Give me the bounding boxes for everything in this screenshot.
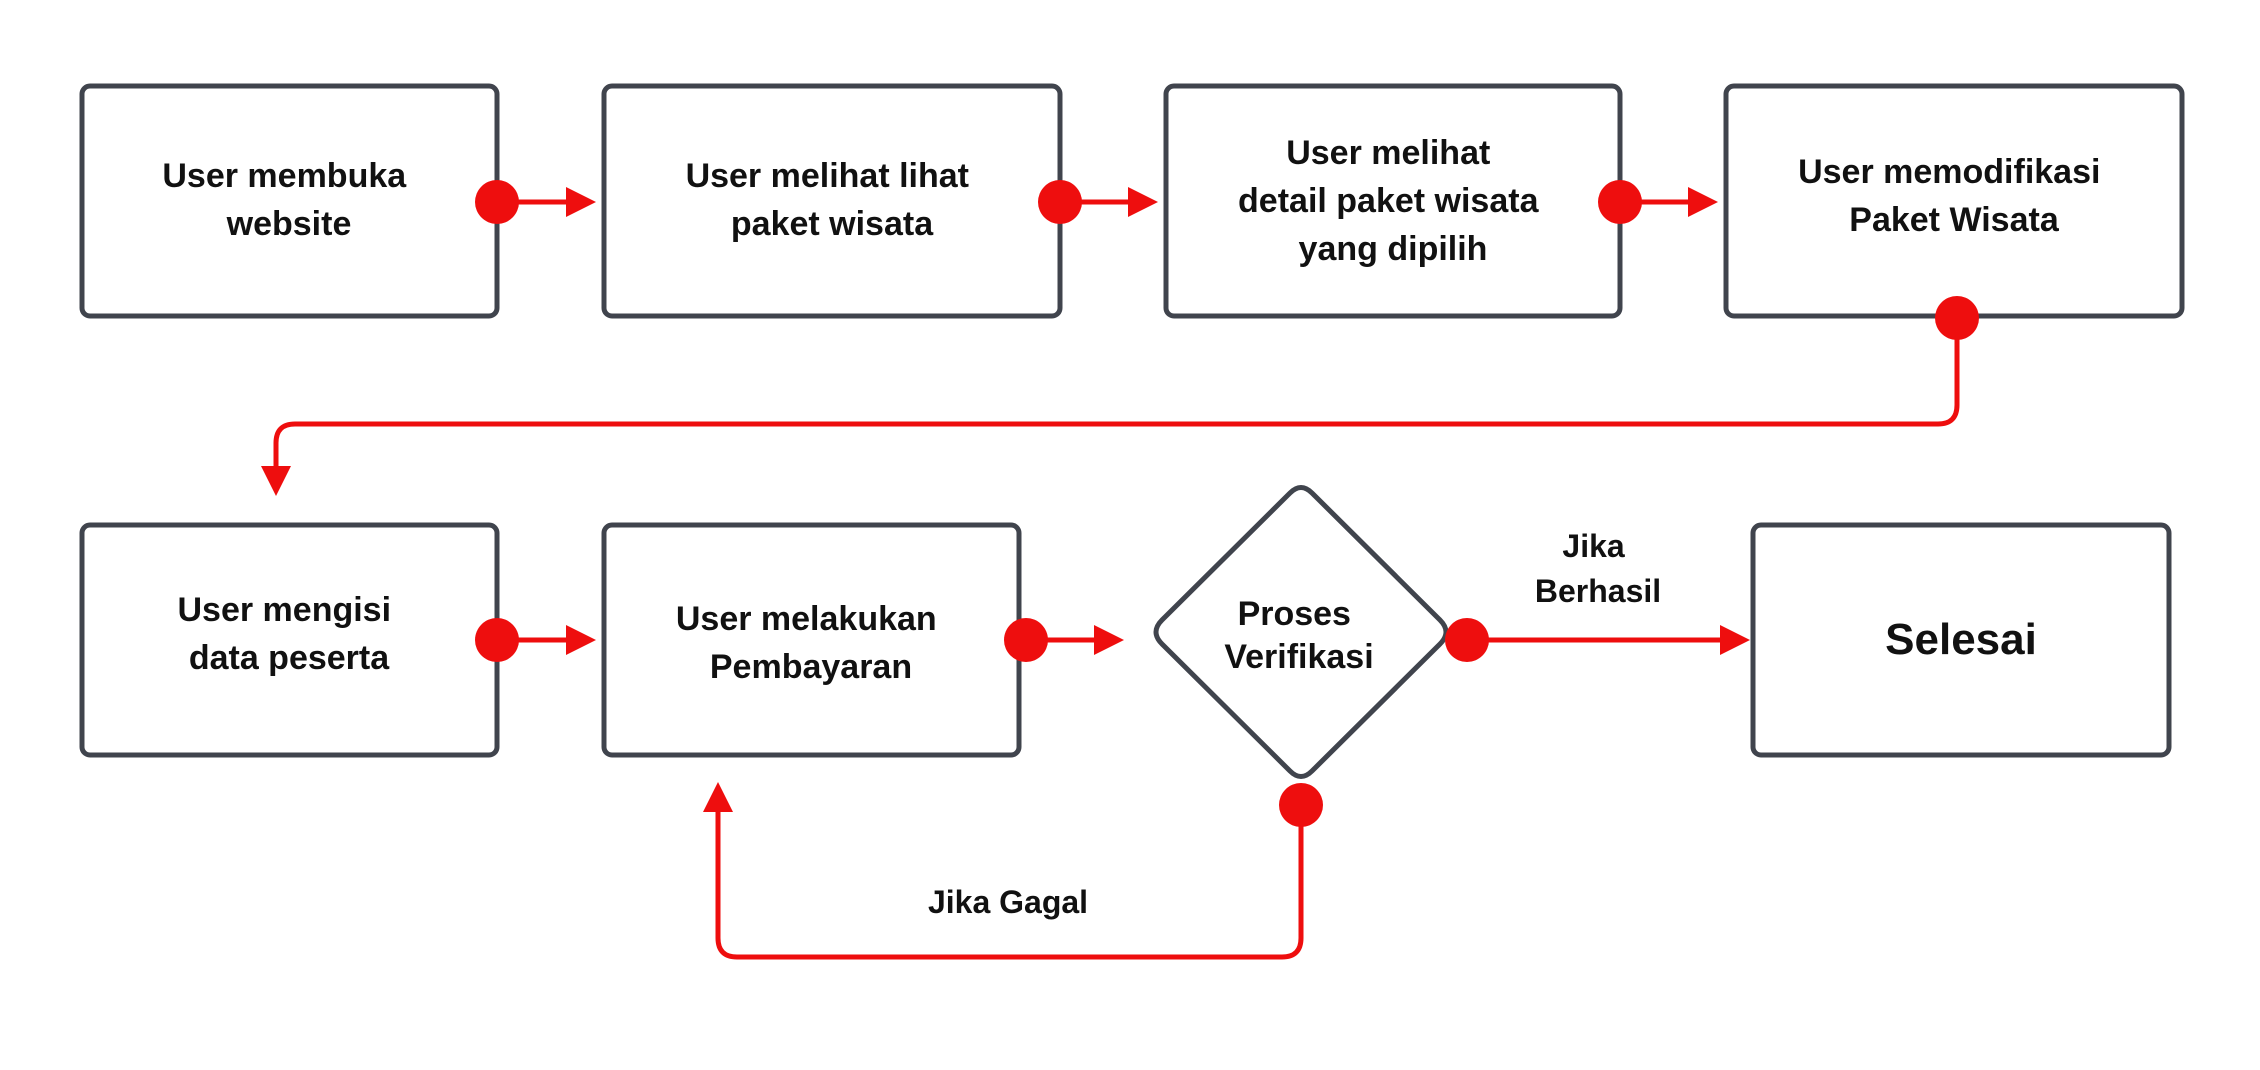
edge-labels: Jika Berhasil Jika Gagal — [928, 528, 1661, 920]
connector-dots — [475, 180, 1979, 827]
node-open-website[interactable] — [79, 83, 500, 319]
arrowhead-n6-n7 — [1094, 625, 1124, 655]
edge-fail-label: Jika Gagal — [928, 884, 1088, 920]
nodes — [79, 83, 2185, 779]
node-browse-packages-label: User melihat lihat paket wisata — [686, 157, 979, 243]
node-verification-decision[interactable] — [1153, 485, 1449, 779]
dot-n3-out — [1598, 180, 1642, 224]
arrowhead-n7-n8 — [1720, 625, 1750, 655]
label-line: Jika Gagal — [928, 884, 1088, 920]
dot-n5-out — [475, 618, 519, 662]
dot-n2-out — [1038, 180, 1082, 224]
arrowhead-n3-n4 — [1688, 187, 1718, 217]
node-payment-label: User melakukan Pembayaran — [676, 600, 946, 686]
label-line: Verifikasi — [1224, 638, 1373, 676]
label-line: Selesai — [1885, 615, 2037, 664]
dot-n1-out — [475, 180, 519, 224]
label-line: data peserta — [189, 639, 390, 677]
node-modify-package-label: User memodifikasi Paket Wisata — [1798, 153, 2110, 239]
node-labels: User membuka website User melihat lihat … — [162, 134, 2110, 686]
label-line: Paket Wisata — [1849, 201, 2060, 239]
label-line: User melakukan — [676, 600, 937, 638]
node-verification-label: Proses Verifikasi — [1224, 595, 1373, 676]
arrowhead-n5-n6 — [566, 625, 596, 655]
node-payment[interactable] — [601, 522, 1022, 758]
label-line: User melihat — [1286, 134, 1490, 172]
label-line: website — [226, 205, 352, 243]
label-line: paket wisata — [731, 205, 934, 243]
label-line: User membuka — [162, 157, 407, 195]
label-line: Proses — [1238, 595, 1351, 633]
label-line: yang dipilih — [1299, 230, 1488, 268]
label-line: Jika — [1562, 528, 1624, 564]
arrowhead-n1-n2 — [566, 187, 596, 217]
label-line: Berhasil — [1535, 573, 1661, 609]
edge-success-label: Jika Berhasil — [1535, 528, 1661, 609]
label-line: User mengisi — [178, 591, 392, 629]
dot-n6-out — [1004, 618, 1048, 662]
label-line: User melihat lihat — [686, 157, 969, 195]
node-finish-label: Selesai — [1885, 615, 2037, 664]
label-line: Pembayaran — [710, 648, 912, 686]
dot-n4-out — [1935, 296, 1979, 340]
node-open-website-label: User membuka website — [162, 157, 415, 243]
node-browse-packages[interactable] — [601, 83, 1063, 319]
node-finish[interactable] — [1750, 522, 2172, 758]
node-fill-participants-label: User mengisi data peserta — [178, 591, 401, 677]
arrowhead-n4-n5 — [261, 466, 291, 496]
node-package-detail-label: User melihat detail paket wisata yang di… — [1238, 134, 1548, 268]
dot-n7-success — [1445, 618, 1489, 662]
label-line: detail paket wisata — [1238, 182, 1540, 220]
arrowhead-n2-n3 — [1128, 187, 1158, 217]
connectors — [261, 187, 1960, 960]
label-line: User memodifikasi — [1798, 153, 2100, 191]
edge-n7-n6-fail — [715, 805, 1304, 960]
edge-n4-n5 — [273, 318, 1960, 468]
arrowhead-n7-n6-fail — [703, 782, 733, 812]
dot-n7-fail — [1279, 783, 1323, 827]
